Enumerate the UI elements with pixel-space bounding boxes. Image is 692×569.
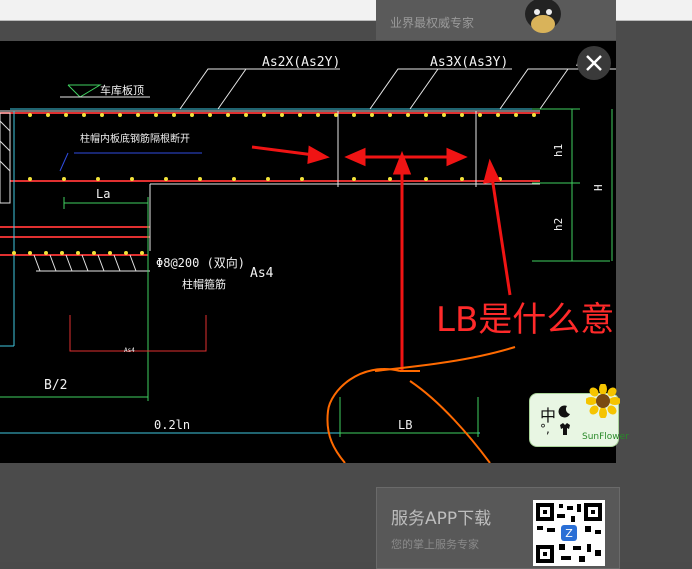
sunflower-icon xyxy=(586,384,620,418)
shirt-icon[interactable] xyxy=(558,422,572,436)
label-as3: As3X(As3Y) xyxy=(430,55,508,70)
label-slab-top: 车库板顶 xyxy=(100,83,144,97)
app-download-title: 服务APP下载 xyxy=(391,509,492,529)
close-button[interactable] xyxy=(577,46,611,80)
cad-drawing: As2X(As2Y) As3X(As3Y) A 车库板顶 柱帽内板底钢筋隔根断开… xyxy=(0,55,616,463)
label-lb-bottom: LB xyxy=(398,418,412,432)
expert-card-text: 业界最权威专家 xyxy=(390,16,475,30)
label-h1: h1 xyxy=(552,144,565,157)
label-as4: As4 xyxy=(250,266,274,281)
mascot-avatar xyxy=(525,0,561,33)
ime-brand: SunFlower xyxy=(582,432,629,442)
ime-chinese-mode[interactable]: 中 xyxy=(540,406,557,425)
ime-punct-mode[interactable]: °, xyxy=(540,422,550,436)
label-h2: h2 xyxy=(552,218,565,231)
label-phi: Φ8@200 (双向) xyxy=(156,255,245,270)
app-download-subtitle: 您的掌上服务专家 xyxy=(391,538,479,551)
qr-code-icon[interactable]: Z xyxy=(533,500,605,566)
ime-toolbar[interactable]: 中 °, SunFlower xyxy=(529,384,629,447)
image-viewer[interactable]: As2X(As2Y) As3X(As3Y) A 车库板顶 柱帽内板底钢筋隔根断开… xyxy=(0,41,616,463)
label-as2: As2X(As2Y) xyxy=(262,55,340,70)
label-slab-bars: 柱帽内板底钢筋隔根断开 xyxy=(80,132,190,145)
expert-card[interactable]: 业界最权威专家 xyxy=(376,0,616,40)
label-b2: B/2 xyxy=(44,378,67,393)
moon-icon[interactable] xyxy=(558,404,572,418)
app-download-card[interactable]: 服务APP下载 您的掌上服务专家 Z xyxy=(376,487,620,569)
close-icon xyxy=(586,55,602,71)
label-la: La xyxy=(96,187,110,201)
label-as4-small: As4 xyxy=(124,347,135,354)
question-annotation: LB是什么意思 xyxy=(436,300,616,340)
label-phi-sub: 柱帽箍筋 xyxy=(182,277,226,291)
svg-text:Z: Z xyxy=(565,527,573,540)
label-H: H xyxy=(592,184,605,191)
label-02ln: 0.2ln xyxy=(154,418,190,432)
